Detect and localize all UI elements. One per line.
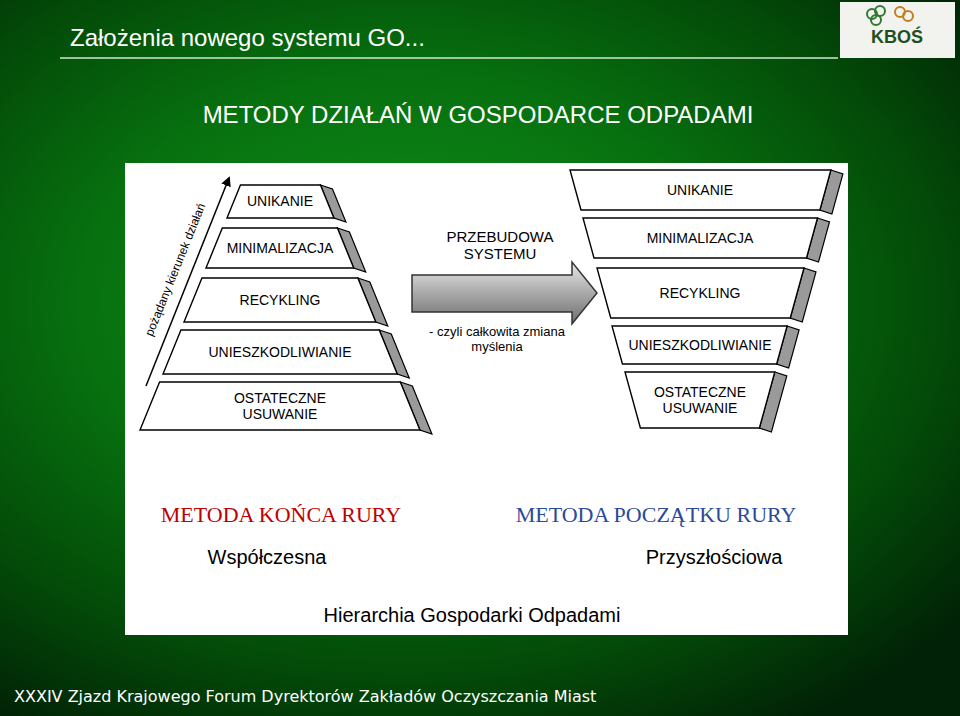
- band-front: [163, 330, 397, 374]
- band-front: [612, 326, 787, 364]
- band-label-box: MINIMALIZACJA: [583, 218, 818, 258]
- band-label: UNIKANIE: [667, 182, 733, 198]
- band-label: UNIESZKODLIWIANIE: [628, 337, 771, 353]
- method-title: METODA POCZĄTKU RURY: [516, 502, 797, 527]
- hierarchy-band: RECYKLING: [184, 278, 388, 326]
- logo-clover: [867, 6, 913, 25]
- footer-text: XXXIV Zjazd Krajowego Forum Dyrektorów Z…: [14, 688, 596, 706]
- band-front: [583, 218, 818, 258]
- band-label: UNIKANIE: [247, 193, 313, 209]
- block-arrow: [412, 262, 597, 324]
- period-label: Współczesna: [208, 546, 327, 569]
- hierarchy-band: UNIESZKODLIWIANIE: [163, 330, 409, 378]
- band-label: OSTATECZNE USUWANIE: [648, 384, 752, 416]
- band-front: [227, 185, 334, 218]
- band-front: [625, 372, 775, 428]
- band-label: MINIMALIZACJA: [647, 230, 754, 246]
- band-front: [184, 278, 376, 322]
- period-label: Przyszłościowa: [646, 546, 783, 569]
- hierarchy-band: UNIKANIE: [227, 185, 346, 222]
- hierarchy-band: UNIKANIE: [570, 170, 843, 214]
- arrow-heading: PRZEBUDOWA SYSTEMU: [430, 228, 570, 263]
- band-label-box: OSTATECZNE USUWANIE: [625, 372, 775, 428]
- slide-title: Założenia nowego systemu GO...: [70, 24, 425, 52]
- band-label-box: RECYKLING: [184, 278, 376, 322]
- band-label-box: UNIKANIE: [227, 185, 334, 218]
- band-label-box: UNIKANIE: [570, 170, 831, 210]
- band-label-box: UNIESZKODLIWIANIE: [612, 326, 787, 364]
- hierarchy-band: MINIMALIZACJA: [583, 218, 830, 262]
- title-rule: [60, 57, 838, 59]
- subtitle: METODY DZIAŁAŃ W GOSPODARCE ODPADAMI: [203, 101, 754, 129]
- band-label: RECYKLING: [660, 285, 741, 301]
- band-front: [570, 170, 831, 210]
- band-label-box: MINIMALIZACJA: [206, 228, 354, 268]
- band-label: MINIMALIZACJA: [227, 240, 334, 256]
- hierarchy-band: RECYKLING: [597, 268, 816, 322]
- caption: Hierarchia Gospodarki Odpadami: [324, 604, 621, 627]
- logo-box: [840, 2, 955, 58]
- method-title: METODA KOŃCA RURY: [161, 502, 401, 527]
- band-front: [140, 382, 420, 430]
- band-label-box: RECYKLING: [597, 268, 804, 318]
- hierarchy-band: OSTATECZNE USUWANIE: [625, 372, 787, 432]
- band-front: [206, 228, 354, 268]
- hierarchy-band: MINIMALIZACJA: [206, 228, 366, 272]
- white-panel: [125, 163, 848, 635]
- logo-text: KBOŚ: [871, 27, 923, 48]
- band-label: OSTATECZNE USUWANIE: [224, 390, 336, 422]
- band-label: RECYKLING: [240, 292, 321, 308]
- band-label-box: UNIESZKODLIWIANIE: [163, 330, 397, 374]
- band-label: UNIESZKODLIWIANIE: [208, 344, 351, 360]
- band-label-box: OSTATECZNE USUWANIE: [140, 382, 420, 430]
- hierarchy-band: UNIESZKODLIWIANIE: [612, 326, 799, 368]
- arrow-note: - czyli całkowita zmiana myślenia: [427, 325, 567, 355]
- band-front: [597, 268, 804, 318]
- hierarchy-band: OSTATECZNE USUWANIE: [140, 382, 432, 434]
